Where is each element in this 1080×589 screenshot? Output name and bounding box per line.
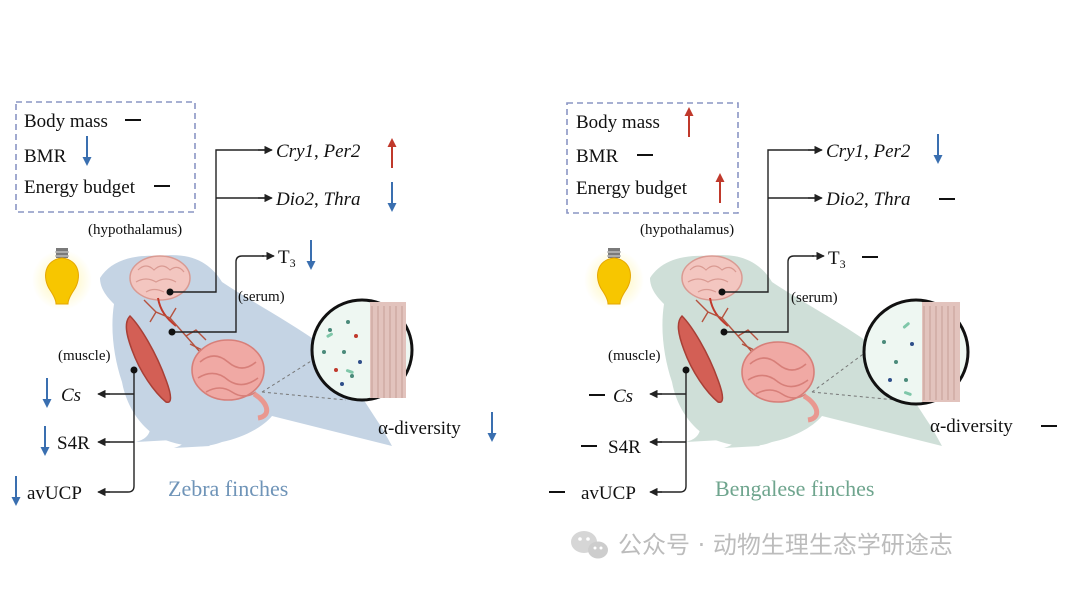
box-item-body-mass: Body mass [576, 112, 660, 133]
muscle-item-cs: Cs [61, 385, 81, 406]
indicator-s4r [40, 426, 50, 456]
wechat-icon [571, 531, 608, 559]
muscle-bengalese [677, 314, 724, 404]
brain-bengalese [681, 255, 743, 327]
label-serum: (serum) [791, 290, 838, 306]
intestine-bengalese [741, 341, 820, 423]
gene-row-2: Dio2, Thra [825, 189, 910, 210]
arrow-down-head [306, 261, 316, 270]
lightbulb-icon [32, 248, 92, 310]
muscle-zebra [125, 314, 172, 404]
indicator-t3 [306, 240, 316, 270]
panel-zebra: Body mass BMR Energy budget (hypothalamu… [11, 101, 497, 506]
box-item-body-mass: Body mass [24, 111, 108, 132]
arrow-down-head [40, 447, 50, 456]
box-item-energy-budget: Energy budget [24, 177, 136, 198]
species-label-zebra: Zebra finches [168, 476, 288, 501]
gene-row-1: Cry1, Per2 [276, 141, 361, 162]
connector-serum [172, 255, 264, 333]
muscle-item-s4r: S4R [57, 433, 90, 454]
brain-zebra [129, 255, 191, 327]
watermark: 公众号 · 动物生理生态学研途志 [571, 531, 953, 559]
indicator-body-mass [684, 107, 694, 137]
gene-row-1: Cry1, Per2 [826, 141, 911, 162]
label-serum: (serum) [238, 289, 285, 305]
indicator-energy-budget [715, 173, 725, 203]
arrow-down-head [11, 497, 21, 506]
metrics-box-bengalese [566, 102, 739, 214]
indicator-cry1-per2 [387, 138, 397, 168]
arrow-up-head [684, 107, 694, 116]
watermark-text: 公众号 · 动物生理生态学研途志 [618, 531, 953, 559]
panel-bengalese: Body mass BMR Energy budget (hypothalamu… [549, 102, 1057, 504]
box-item-bmr: BMR [576, 146, 619, 167]
intestine-zebra [191, 339, 270, 421]
indicator-avucp [11, 476, 21, 506]
arrow-down-head [82, 157, 92, 166]
bird-legs-zebra [136, 428, 210, 448]
bird-legs-bengalese [686, 428, 760, 448]
microbiota-zoom-bengalese [811, 298, 970, 406]
muscle-item-cs: Cs [613, 386, 633, 407]
arrow-down-head [42, 399, 52, 408]
box-item-energy-budget: Energy budget [576, 178, 688, 199]
alpha-diversity-label: α-diversity [378, 418, 461, 439]
indicator-alpha-diversity [487, 412, 497, 442]
arrow-up-head [387, 138, 397, 147]
label-muscle: (muscle) [58, 348, 110, 364]
muscle-item-avucp: avUCP [581, 483, 636, 504]
arrow-up-head [715, 173, 725, 182]
t3-label: T3 [828, 248, 846, 271]
indicator-dio2-thra [387, 182, 397, 212]
box-item-bmr: BMR [24, 146, 67, 167]
indicator-cs [42, 378, 52, 408]
indicator-cry1-per2 [933, 134, 943, 164]
metrics-box-zebra [15, 101, 196, 213]
gene-row-2: Dio2, Thra [275, 189, 360, 210]
label-hypothalamus: (hypothalamus) [640, 222, 734, 238]
arrow-down-head [933, 155, 943, 164]
label-muscle: (muscle) [608, 348, 660, 364]
t3-label: T3 [278, 247, 296, 270]
muscle-item-s4r: S4R [608, 437, 641, 458]
muscle-item-avucp: avUCP [27, 483, 82, 504]
species-label-bengalese: Bengalese finches [715, 476, 874, 501]
microbiota-zoom-zebra [261, 298, 414, 402]
arrow-down-head [387, 203, 397, 212]
indicator-bmr [82, 136, 92, 166]
alpha-diversity-label: α-diversity [930, 416, 1013, 437]
connector-serum [724, 255, 814, 333]
lightbulb-icon [584, 248, 644, 310]
label-hypothalamus: (hypothalamus) [88, 222, 182, 238]
arrow-down-head [487, 433, 497, 442]
